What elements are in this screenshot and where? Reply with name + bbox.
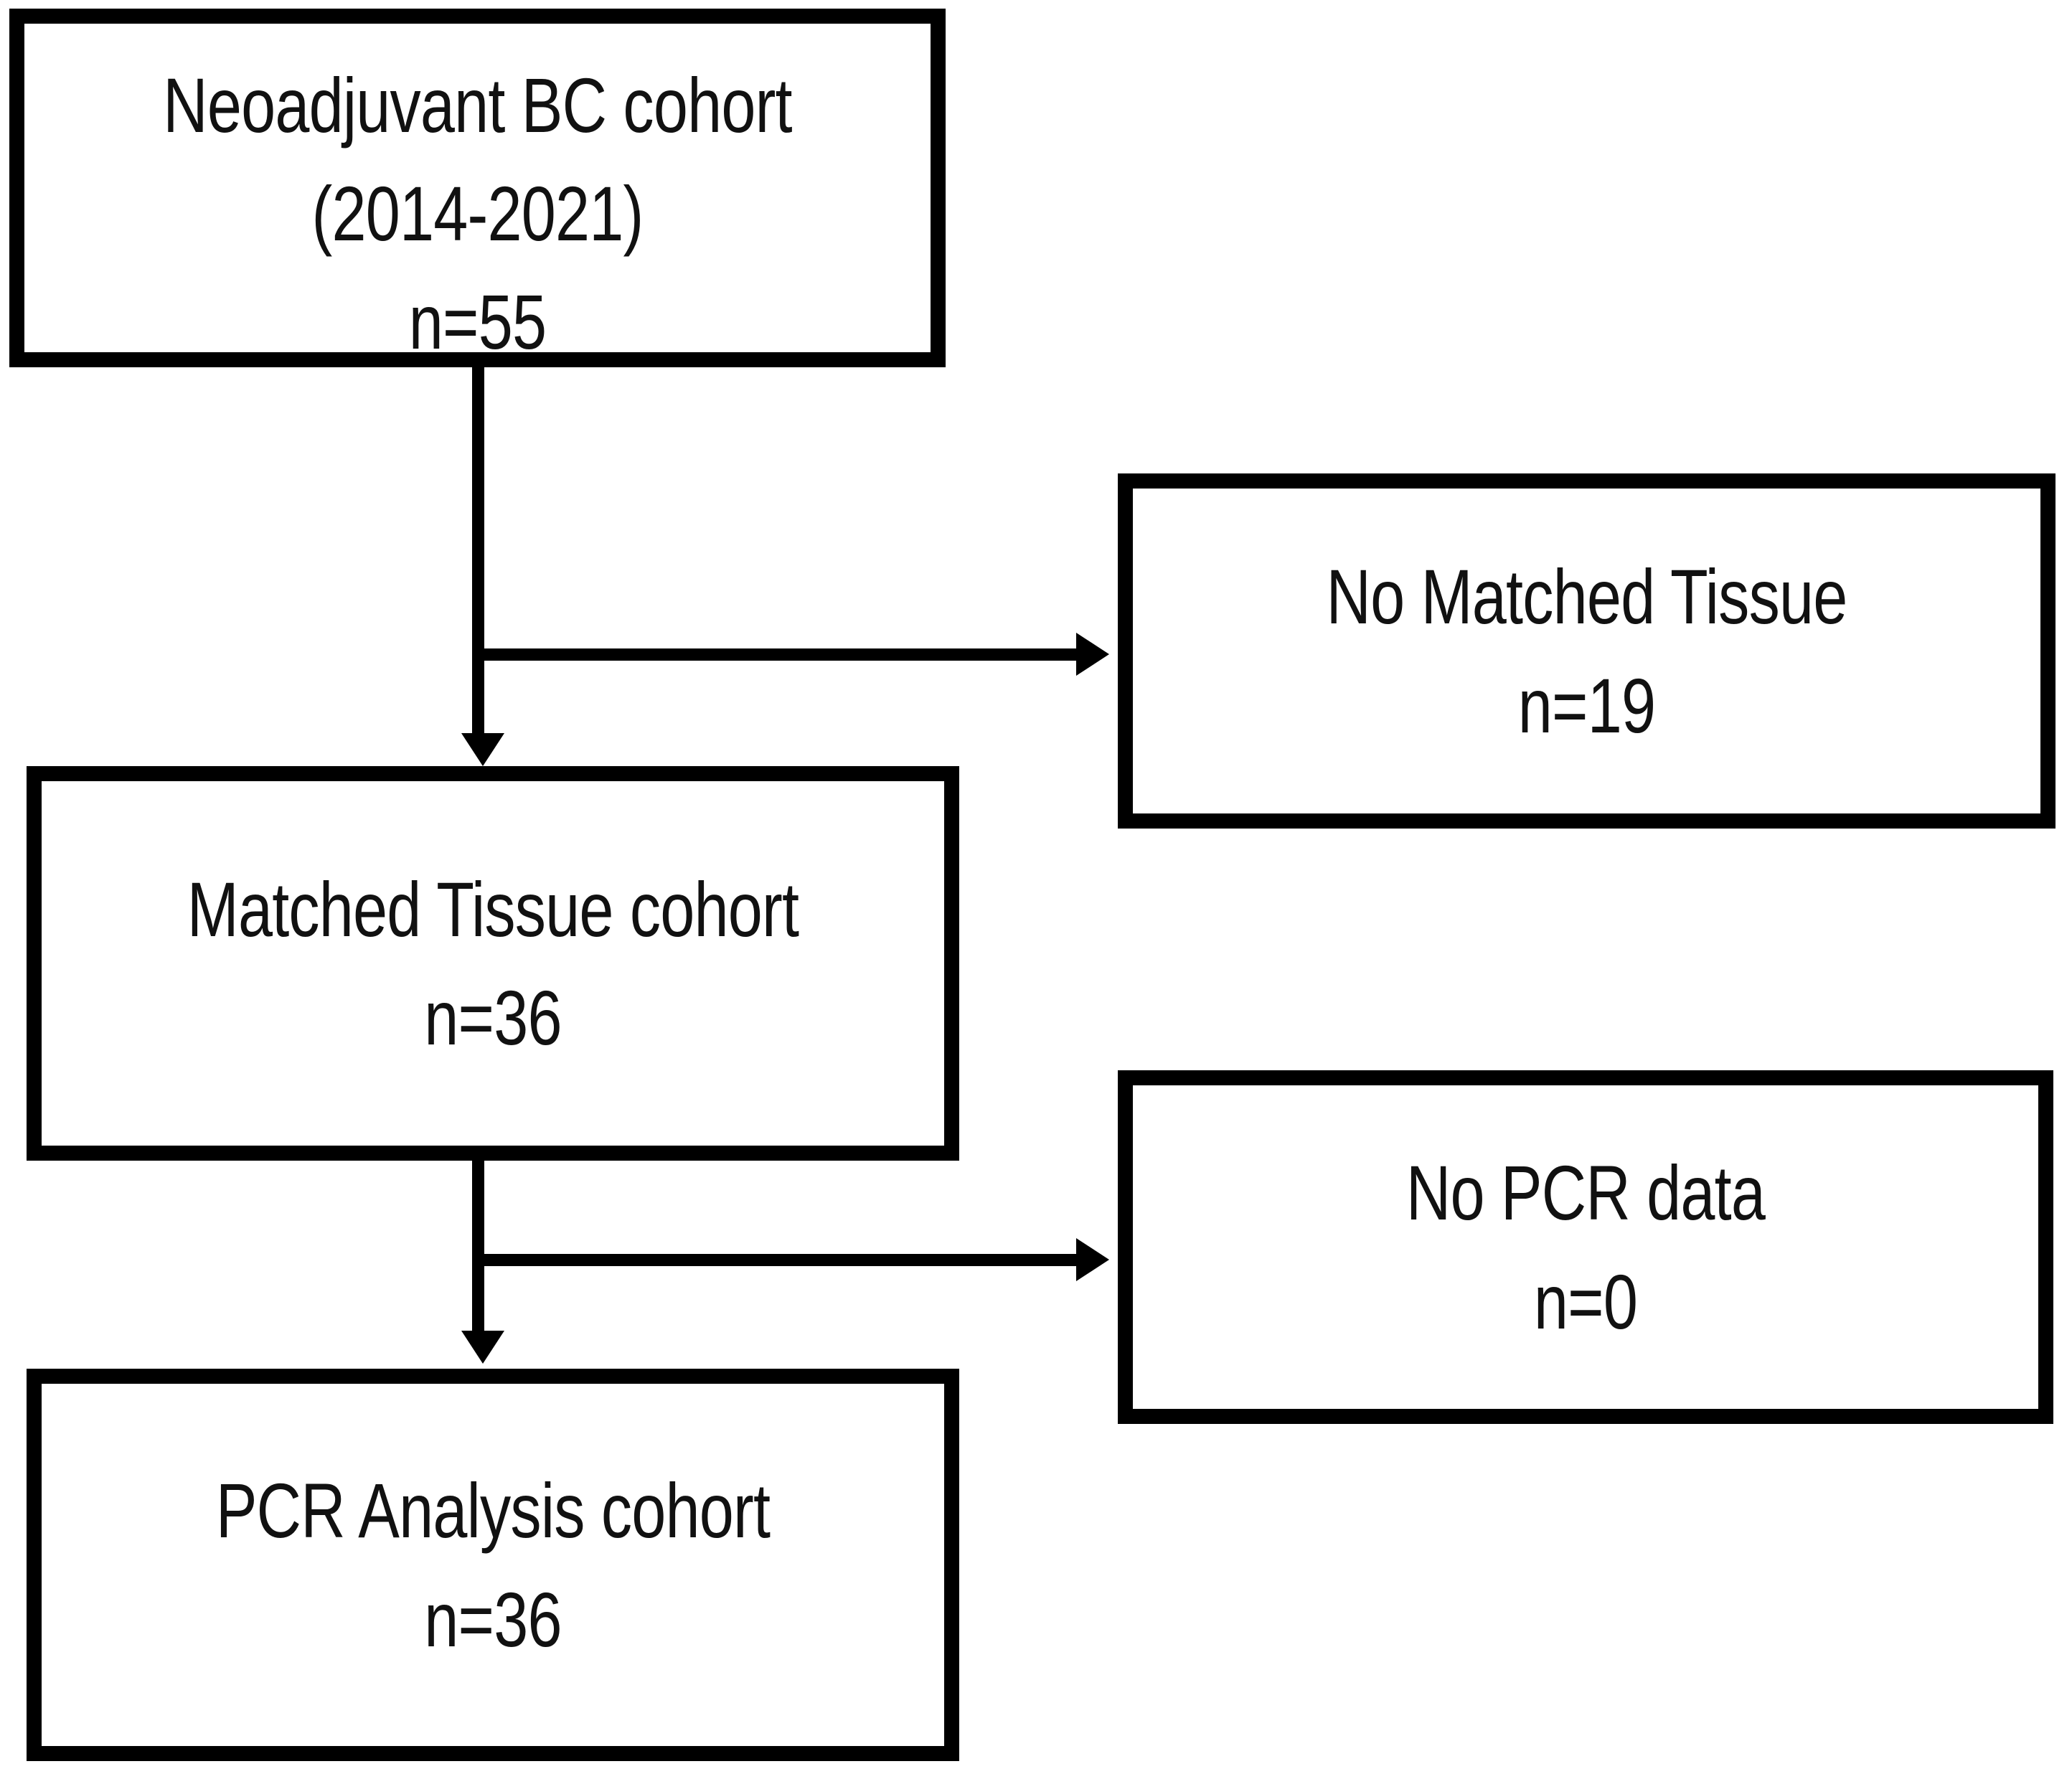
node-neoadjuvant-cohort-line-3: n=55 — [408, 278, 547, 366]
arrowhead-right-icon-1 — [1076, 633, 1109, 676]
node-neoadjuvant-cohort: Neoadjuvant BC cohort (2014-2021) n=55 — [9, 9, 946, 367]
node-no-pcr-data-line-1: No PCR data — [1405, 1149, 1766, 1237]
node-no-matched-tissue-line-1: No Matched Tissue — [1326, 553, 1848, 641]
node-matched-tissue-cohort-line-2: n=36 — [424, 974, 562, 1061]
node-no-pcr-data: No PCR data n=0 — [1118, 1070, 2053, 1424]
connector-matched-to-no-pcr-data — [478, 1254, 1076, 1266]
node-pcr-analysis-cohort-line-2: n=36 — [424, 1575, 562, 1663]
connector-matched-to-pcr-analysis — [472, 1156, 484, 1336]
node-neoadjuvant-cohort-line-1: Neoadjuvant BC cohort — [163, 62, 792, 148]
connector-neoadjuvant-to-no-matched-tissue — [478, 648, 1076, 661]
node-pcr-analysis-cohort: PCR Analysis cohort n=36 — [27, 1369, 959, 1761]
arrowhead-right-icon-2 — [1076, 1238, 1109, 1281]
node-neoadjuvant-cohort-line-2: (2014-2021) — [311, 170, 644, 258]
arrowhead-down-icon-1 — [461, 733, 504, 766]
node-pcr-analysis-cohort-line-1: PCR Analysis cohort — [215, 1467, 771, 1554]
node-no-pcr-data-line-2: n=0 — [1533, 1258, 1638, 1345]
arrowhead-down-icon-2 — [461, 1331, 504, 1364]
node-no-matched-tissue-line-2: n=19 — [1517, 661, 1656, 749]
node-no-matched-tissue: No Matched Tissue n=19 — [1118, 473, 2055, 829]
connector-neoadjuvant-to-matched — [472, 362, 484, 742]
node-matched-tissue-cohort: Matched Tissue cohort n=36 — [27, 766, 959, 1161]
node-matched-tissue-cohort-line-1: Matched Tissue cohort — [187, 865, 799, 953]
